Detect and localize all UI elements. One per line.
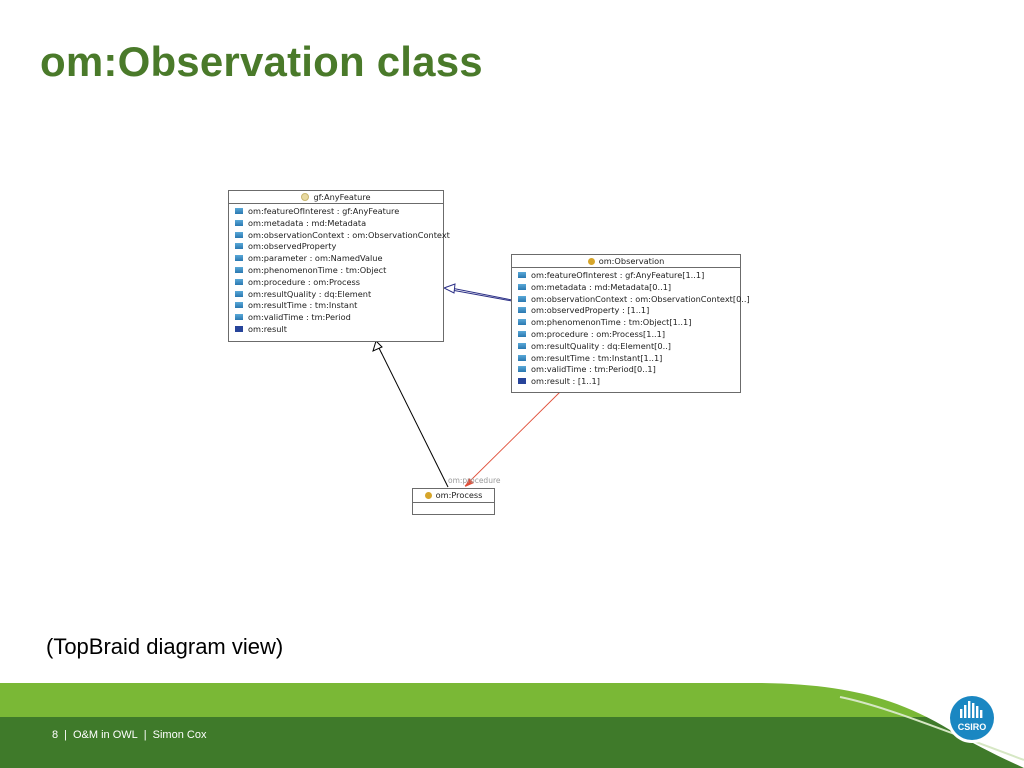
class-name: gf:AnyFeature xyxy=(313,192,371,202)
class-name: om:Observation xyxy=(598,256,665,266)
property-row[interactable]: om:parameter : om:NamedValue xyxy=(229,253,443,265)
class-name: om:Process xyxy=(435,490,483,500)
property-row[interactable]: om:metadata : md:Metadata[0..1] xyxy=(512,282,740,294)
footer-dark-band xyxy=(0,717,1024,768)
property-row[interactable]: om:resultQuality : dq:Element[0..] xyxy=(512,341,740,353)
class-header-observation: om:Observation xyxy=(512,255,740,268)
slide-caption: (TopBraid diagram view) xyxy=(46,634,284,659)
class-dot-icon xyxy=(587,258,595,265)
datatype-property-icon xyxy=(518,354,526,361)
page-number: 8 xyxy=(52,729,59,741)
class-dot-icon xyxy=(301,193,310,201)
slide-footer: 8 | O&M in OWL | Simon Cox xyxy=(52,729,206,741)
property-row[interactable]: om:validTime : tm:Period xyxy=(229,312,443,324)
property-row[interactable]: om:phenomenonTime : tm:Object[1..1] xyxy=(512,317,740,329)
datatype-property-icon xyxy=(518,295,526,302)
datatype-property-icon xyxy=(235,208,243,214)
datatype-property-icon xyxy=(235,290,243,297)
property-row[interactable]: om:resultTime : tm:Instant xyxy=(229,300,443,312)
class-box-process[interactable]: om:Process xyxy=(412,488,495,515)
subclass-edge-observation xyxy=(445,286,513,301)
procedure-edge xyxy=(464,391,561,487)
footer-separator: | xyxy=(64,729,67,741)
datatype-property-icon xyxy=(235,278,243,285)
datatype-property-icon xyxy=(518,342,526,349)
property-row[interactable]: om:observedProperty xyxy=(229,241,443,253)
property-row[interactable]: om:resultTime : tm:Instant[1..1] xyxy=(512,353,740,365)
datatype-property-icon xyxy=(235,255,243,262)
class-header-anyfeature: gf:AnyFeature xyxy=(229,191,443,204)
property-row[interactable]: om:observationContext : om:ObservationCo… xyxy=(512,294,750,306)
class-dot-icon xyxy=(424,492,432,499)
datatype-property-icon xyxy=(518,283,526,290)
property-row[interactable]: om:resultQuality : dq:Element xyxy=(229,289,443,301)
datatype-property-icon xyxy=(235,231,243,238)
datatype-property-icon xyxy=(518,319,526,326)
csiro-logo-text: CSIRO xyxy=(958,722,987,732)
datatype-property-icon xyxy=(235,266,243,273)
property-row[interactable]: om:procedure : om:Process[1..1] xyxy=(512,329,740,341)
datatype-property-icon xyxy=(235,219,243,226)
subclass-edge-process xyxy=(376,343,449,488)
slide-title: om:Observation class xyxy=(40,38,483,85)
datatype-property-icon xyxy=(518,272,526,278)
subclass-arrowhead-observation xyxy=(442,283,456,294)
datatype-property-icon xyxy=(235,302,243,309)
footer-separator: | xyxy=(143,729,147,741)
procedure-arrowhead xyxy=(465,478,474,487)
property-row[interactable]: om:validTime : tm:Period[0..1] xyxy=(512,364,740,376)
class-header-process: om:Process xyxy=(413,489,494,503)
property-row[interactable]: om:procedure : om:Process xyxy=(229,277,443,289)
datatype-property-icon xyxy=(235,314,243,321)
class-box-anyfeature[interactable]: gf:AnyFeature om:featureOfInterest : gf:… xyxy=(228,190,450,342)
datatype-property-icon xyxy=(518,366,526,373)
property-row[interactable]: om:result xyxy=(229,324,443,336)
property-row[interactable]: om:observationContext : om:ObservationCo… xyxy=(229,230,450,242)
footer-author: Simon Cox xyxy=(152,729,207,741)
datatype-property-icon xyxy=(518,330,526,337)
class-body-empty xyxy=(413,503,494,514)
datatype-property-icon xyxy=(518,307,526,314)
property-row[interactable]: om:featureOfInterest : gf:AnyFeature xyxy=(229,206,443,218)
procedure-edge-label: om:procedure xyxy=(448,476,501,485)
object-property-icon xyxy=(235,325,243,332)
property-row[interactable]: om:featureOfInterest : gf:AnyFeature[1..… xyxy=(512,270,740,282)
subclass-arrowhead-process xyxy=(372,340,383,352)
footer-section: O&M in OWL xyxy=(72,729,138,741)
property-row[interactable]: om:observedProperty : [1..1] xyxy=(512,305,740,317)
property-row[interactable]: om:result : [1..1] xyxy=(512,376,740,388)
csiro-logo: CSIRO xyxy=(947,693,997,743)
class-box-observation[interactable]: om:Observation om:featureOfInterest : gf… xyxy=(511,254,750,393)
datatype-property-icon xyxy=(235,243,243,250)
property-row[interactable]: om:phenomenonTime : tm:Object xyxy=(229,265,443,277)
property-row[interactable]: om:metadata : md:Metadata xyxy=(229,218,443,230)
object-property-icon xyxy=(518,378,526,385)
